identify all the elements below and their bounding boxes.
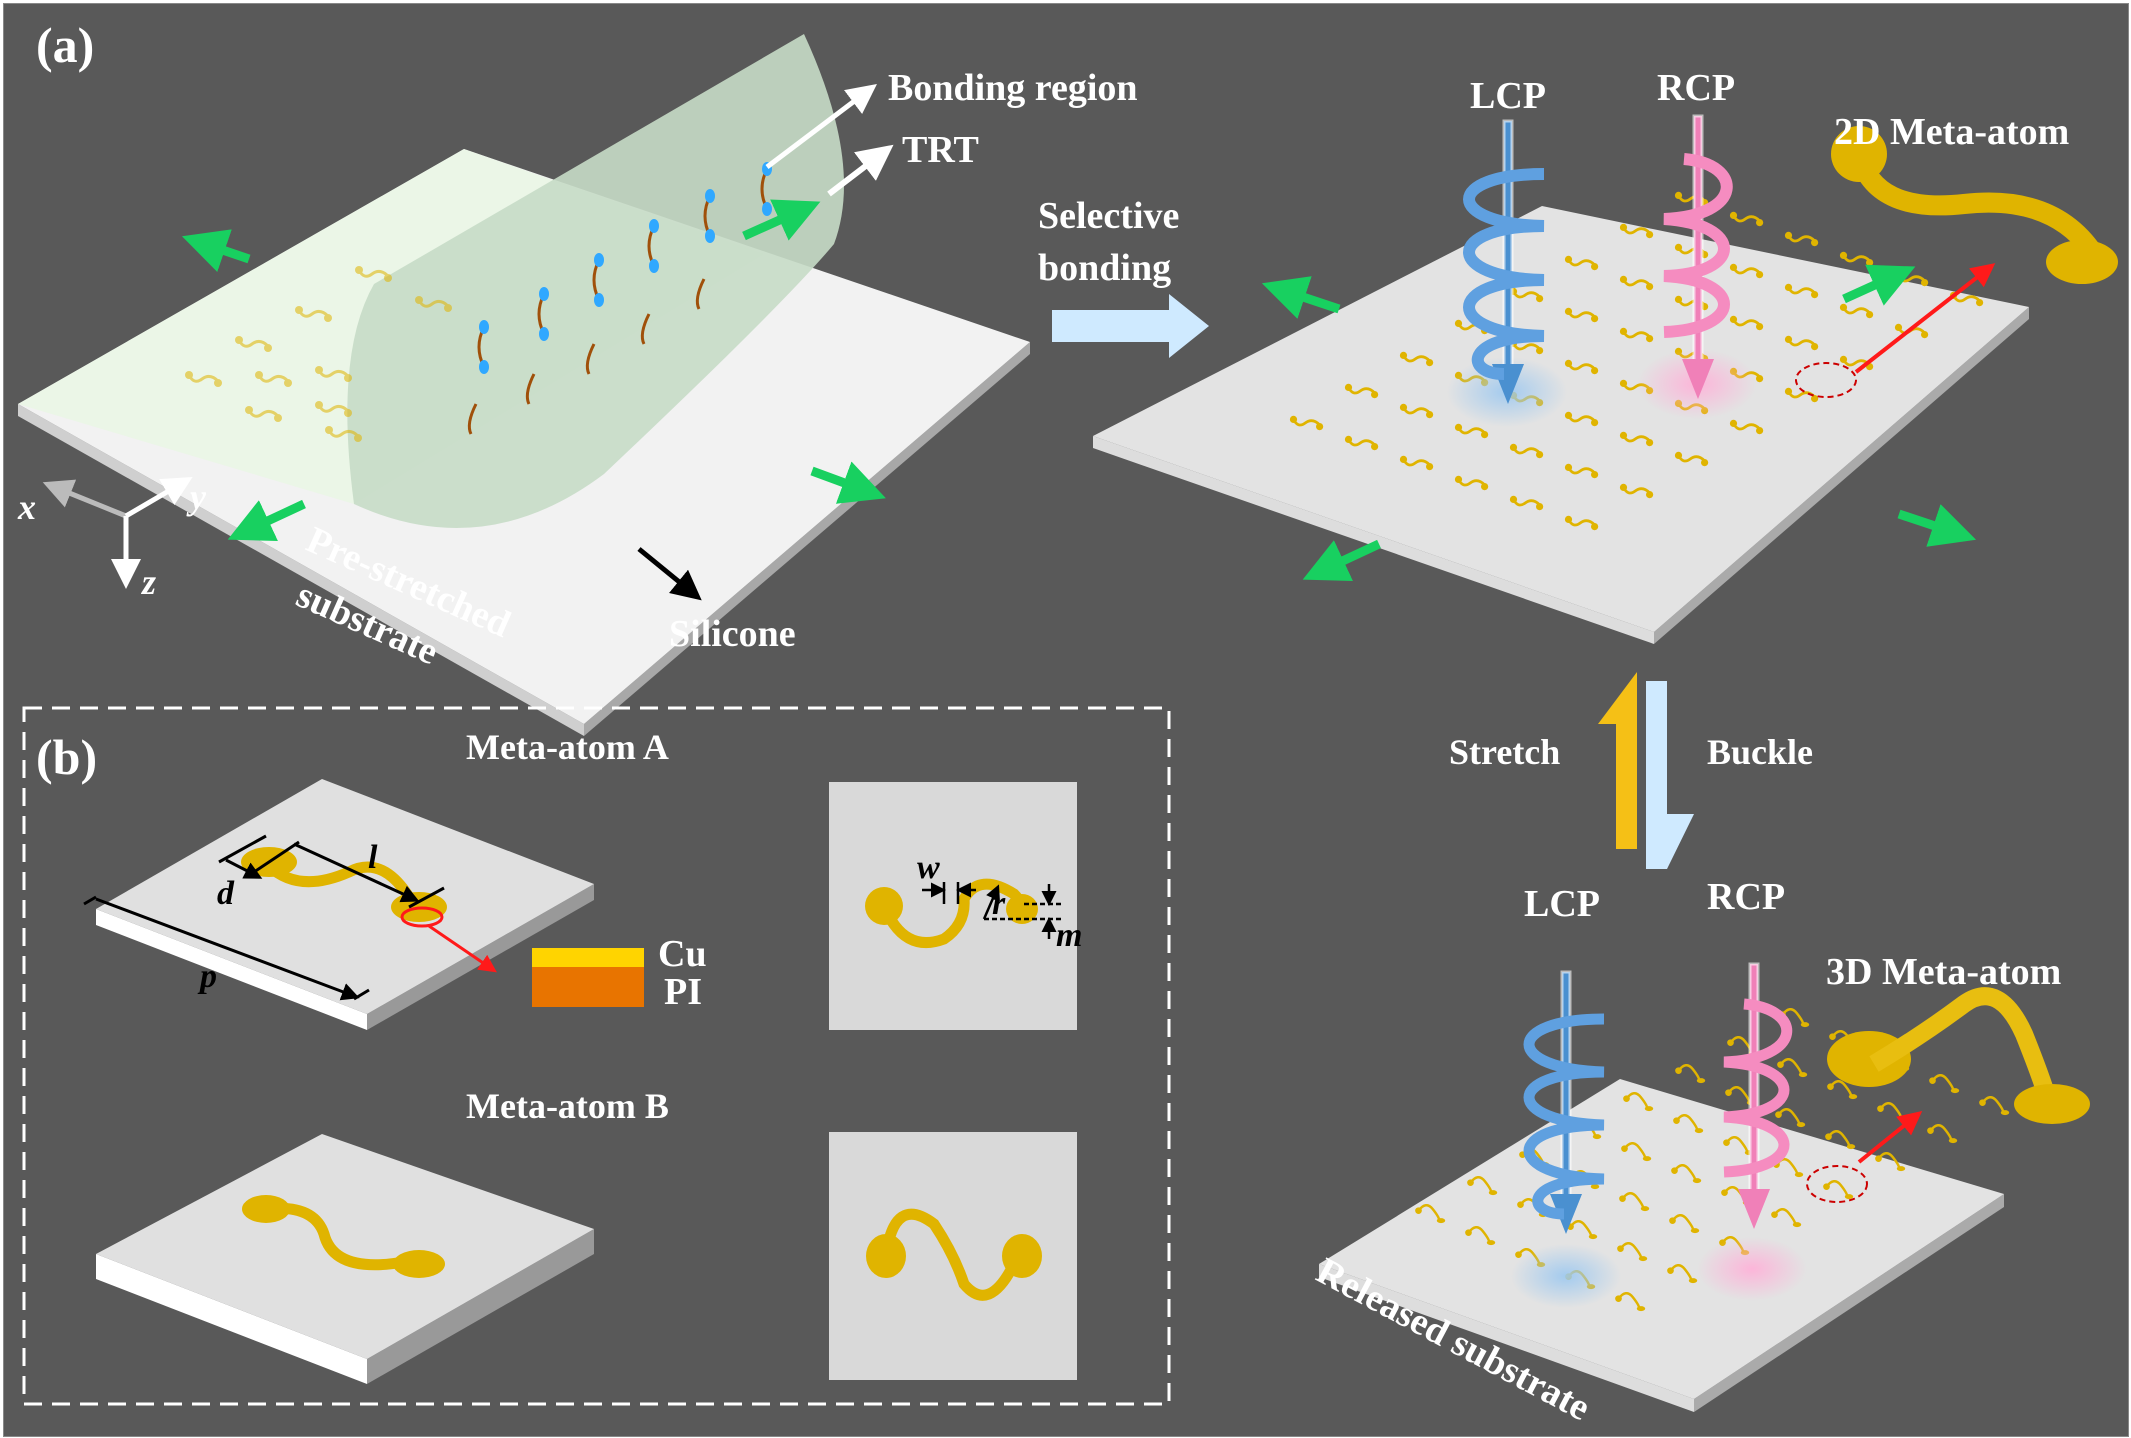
meta-atom-2d-label: 2D Meta-atom <box>1834 111 2069 153</box>
unit-cell-b-3d <box>96 1134 594 1384</box>
trt-pointer <box>827 144 894 197</box>
selective-bonding-arrow <box>1052 294 1209 358</box>
panel-b-label: (b) <box>36 729 97 785</box>
strain-arrows-a <box>181 199 886 541</box>
substrate-2d-top <box>1093 206 2029 632</box>
meta-atom-2d-enlarged <box>1831 126 2118 284</box>
selective-bonding-label-1: Selective <box>1038 195 1179 237</box>
meta-atom <box>1928 1074 1961 1094</box>
strain-arrows-2d <box>1261 264 1977 581</box>
meta-atom <box>1774 1108 1807 1128</box>
bonding-region-label: Bonding region <box>888 67 1138 109</box>
y-axis-label: y <box>186 477 207 517</box>
bonding-region-pointer <box>765 83 877 169</box>
lcp-label-top: LCP <box>1470 75 1546 117</box>
lcp-helix-icon <box>1463 168 1545 380</box>
rcp-glow-3d <box>1697 1237 1807 1301</box>
stretch-arrow <box>1598 672 1637 849</box>
lcp-beam-3d <box>1523 970 1605 1234</box>
cu-pi-layer-stack <box>532 948 644 1007</box>
axes-triad: x y z <box>17 476 207 602</box>
trt-film-curled <box>347 34 844 528</box>
rcp-label-top: RCP <box>1657 67 1735 109</box>
meta-atom-3d-enlarged <box>1827 987 2090 1124</box>
highlight-circle-3d <box>1806 1165 1868 1203</box>
meta-atom <box>1784 230 1820 248</box>
substrate-3d-side-left <box>1319 1264 1694 1412</box>
meta-atom <box>1839 250 1875 268</box>
lcp-label-bottom: LCP <box>1524 883 1600 925</box>
layer-highlight <box>400 906 444 928</box>
blue-bonding-dots <box>479 162 772 374</box>
pi-label: PI <box>664 971 702 1013</box>
figure-canvas: (a) Bonding region TRT Selective bonding… <box>3 3 2129 1437</box>
silicone-pointer <box>637 547 702 601</box>
meta-atom <box>1674 1064 1707 1084</box>
substrate-2d-side-right <box>1654 307 2029 644</box>
buckle-label: Buckle <box>1707 732 1813 772</box>
meta-atom <box>1926 1124 1959 1144</box>
z-axis-label: z <box>140 562 156 602</box>
cu-layer <box>532 948 644 967</box>
dim-d-label: d <box>217 875 235 912</box>
rcp-beam-3d <box>1723 962 1793 1229</box>
rcp-helix-icon-3d <box>1723 998 1793 1178</box>
pointer-2d <box>1854 263 1996 374</box>
stretch-label: Stretch <box>1449 732 1560 772</box>
meta-atom <box>1876 1102 1909 1122</box>
dim-w-label: w <box>917 849 940 886</box>
dim-p-label: p <box>197 958 217 995</box>
meta-atom <box>1978 1096 2011 1116</box>
dim-m-label: m <box>1056 917 1082 954</box>
pointer-3d <box>1857 1110 1923 1164</box>
rcp-helix-icon <box>1663 153 1733 338</box>
y-axis-arrow <box>124 476 193 519</box>
pre-stretched-substrate-group <box>18 34 1030 736</box>
substrate-3d-top <box>1319 1079 2004 1399</box>
highlight-circle-2d <box>1795 362 1857 398</box>
substrate-2d-group <box>1093 114 2118 644</box>
lcp-glow-3d <box>1511 1244 1621 1308</box>
selective-bonding-label-2: bonding <box>1038 247 1171 289</box>
substrate-2d-side-left <box>1093 436 1654 644</box>
lcp-helix-icon-3d <box>1523 1013 1605 1220</box>
dim-r-label: r <box>992 885 1006 922</box>
panel-a-label: (a) <box>36 17 94 73</box>
silicone-label: Silicone <box>669 613 796 655</box>
rcp-beam-2d <box>1663 114 1733 399</box>
figure-svg: (a) Bonding region TRT Selective bonding… <box>17 17 2118 1429</box>
rcp-label-bottom: RCP <box>1707 876 1785 918</box>
dimension-lines-a <box>83 834 445 1001</box>
meta-atom-a-title: Meta-atom A <box>466 727 669 767</box>
layer-pointer <box>428 924 497 973</box>
trt-label: TRT <box>902 129 979 171</box>
meta-atom-3d-label: 3D Meta-atom <box>1826 951 2061 993</box>
cu-label: Cu <box>658 933 707 975</box>
meta-atom <box>1729 210 1765 228</box>
x-axis-arrow <box>42 479 127 519</box>
pi-layer <box>532 967 644 1007</box>
x-axis-label: x <box>17 487 36 527</box>
unit-cell-a-top-view <box>829 782 1077 1030</box>
unit-cell-b-top-view <box>829 1132 1077 1380</box>
buckle-arrow <box>1646 681 1694 869</box>
substrate-3d-group <box>1319 962 2090 1412</box>
lcp-beam-2d <box>1463 119 1545 404</box>
dim-l-label: l <box>368 839 378 876</box>
substrate-3d-side-right <box>1694 1194 2004 1412</box>
panel-b-frame <box>22 706 1171 1406</box>
unit-cell-a-3d <box>83 779 594 1030</box>
substrate-side-right <box>584 342 1030 736</box>
meta-atom-b-title: Meta-atom B <box>466 1086 669 1126</box>
